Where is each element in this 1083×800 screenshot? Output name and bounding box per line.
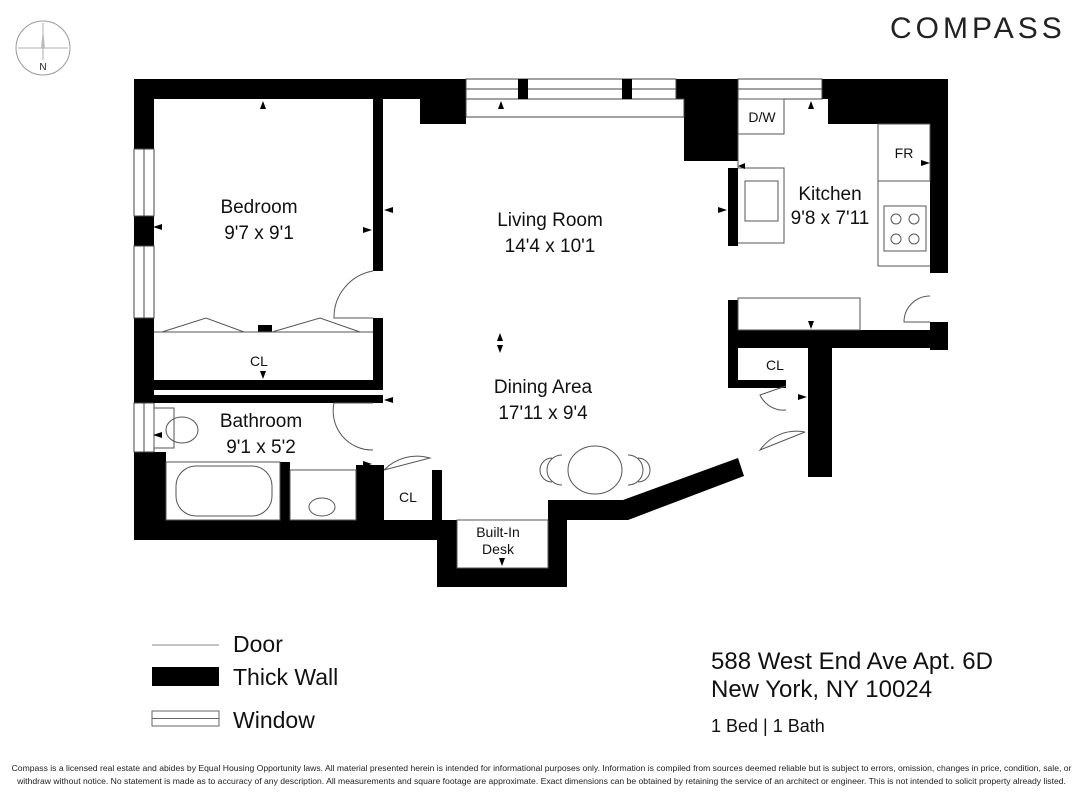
disclaimer: Compass is a licensed real estate and ab… — [11, 763, 1072, 786]
legend: Door Thick Wall Window — [151, 631, 338, 733]
bathroom-name: Bathroom — [220, 411, 302, 432]
bedroom-name: Bedroom — [220, 197, 297, 218]
dining-area-name: Dining Area — [494, 377, 593, 398]
address-line1: 588 West End Ave Apt. 6D — [711, 648, 993, 675]
dining-area-dims: 17'11 x 9'4 — [498, 403, 588, 424]
address-line2: New York, NY 10024 — [711, 676, 933, 703]
legend-window-label: Window — [233, 707, 315, 733]
kitchen-name: Kitchen — [798, 184, 861, 205]
legend-door-label: Door — [233, 631, 283, 657]
entry-closet-label: CL — [399, 489, 417, 505]
dishwasher-label: D/W — [748, 109, 776, 125]
living-room-dims: 14'4 x 10'1 — [505, 236, 596, 257]
bedroom-closet-label: CL — [250, 353, 268, 369]
bedroom-dims: 9'7 x 9'1 — [224, 223, 294, 244]
bathroom-dims: 9'1 x 5'2 — [226, 437, 296, 458]
north-label: N — [39, 62, 46, 73]
living-room-name: Living Room — [497, 210, 603, 231]
desk-label-line1: Built-In — [476, 524, 520, 540]
thick-wall-legend-icon — [152, 667, 219, 686]
unit-summary: 1 Bed | 1 Bath — [711, 716, 825, 736]
fridge-label: FR — [895, 145, 914, 161]
brand-logo: COMPASS — [890, 12, 1066, 45]
thick-walls — [134, 79, 948, 587]
legend-thick-wall-label: Thick Wall — [233, 664, 338, 690]
kitchen-closet-label: CL — [766, 357, 784, 373]
compass-rose-icon: N — [15, 20, 71, 76]
kitchen-dims: 9'8 x 7'11 — [791, 208, 870, 229]
desk-label-line2: Desk — [482, 541, 515, 557]
fixtures — [153, 98, 931, 569]
